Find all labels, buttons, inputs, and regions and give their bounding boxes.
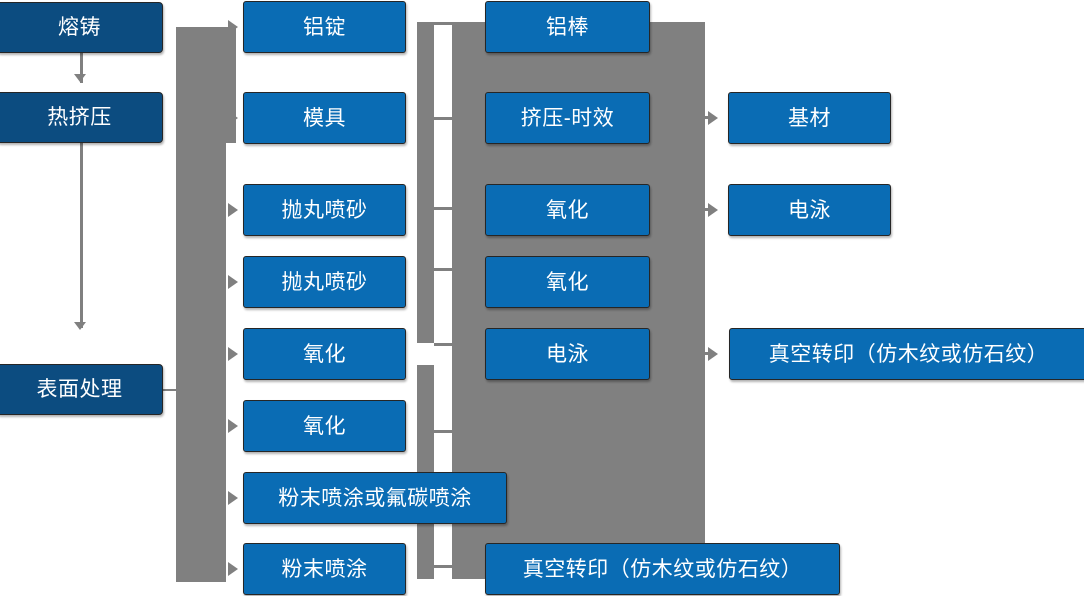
input-box-powder-or-fluorocarbon-coating[interactable]: 粉末喷涂或氟碳喷涂: [243, 472, 507, 524]
arrow-to-input-shot-blasting-1-icon: [228, 203, 238, 217]
process-label-extrusion-aging: 挤压-时效: [520, 106, 615, 130]
process-label-oxidation-1: 氧化: [546, 198, 589, 222]
input-label-oxidation-1: 氧化: [303, 342, 346, 366]
input-label-powder-coating: 粉末喷涂: [281, 557, 368, 581]
connector-rung-1: [434, 22, 452, 25]
input-label-shot-blasting-1: 抛丸喷砂: [281, 198, 368, 222]
connector-rung-6: [434, 430, 452, 433]
process-label-oxidation-2: 氧化: [546, 270, 589, 294]
stage-box-surface-treatment[interactable]: 表面处理: [0, 364, 163, 415]
output-label-substrate: 基材: [788, 106, 831, 130]
arrow-to-input-oxidation-1-icon: [228, 347, 238, 361]
arrow-to-output-substrate-icon: [708, 111, 718, 125]
process-box-oxidation-2[interactable]: 氧化: [485, 256, 650, 308]
connector-shoulder-surface-treatment: [176, 350, 226, 582]
process-label-vacuum-transfer: 真空转印（仿木纹或仿石纹）: [522, 557, 803, 581]
input-box-aluminum-ingot[interactable]: 铝锭: [243, 1, 406, 53]
connector-shoulder-melt-cast: [176, 27, 236, 143]
output-label-vacuum-transfer: 真空转印（仿木纹或仿石纹）: [768, 342, 1049, 366]
process-label-electrophoresis: 电泳: [546, 342, 589, 366]
arrow-to-input-mold-icon: [228, 111, 238, 125]
connector-stub-hot-extrusion: [80, 143, 83, 328]
arrow-to-input-shot-blasting-2-icon: [228, 275, 238, 289]
input-label-shot-blasting-2: 抛丸喷砂: [281, 270, 368, 294]
input-label-aluminum-ingot: 铝锭: [303, 15, 346, 39]
input-box-shot-blasting-1[interactable]: 抛丸喷砂: [243, 184, 406, 236]
input-box-oxidation-1[interactable]: 氧化: [243, 328, 406, 380]
arrow-to-input-powder-or-fluorocarbon-icon: [228, 491, 238, 505]
output-label-electrophoresis: 电泳: [788, 198, 831, 222]
arrow-to-output-vacuum-transfer-icon: [708, 347, 718, 361]
arrow-to-input-aluminum-ingot-icon: [228, 20, 238, 34]
connector-rung-5: [434, 343, 452, 346]
output-box-substrate[interactable]: 基材: [728, 92, 891, 144]
arrow-down-melt-cast-icon: [74, 74, 86, 82]
input-label-oxidation-2: 氧化: [303, 414, 346, 438]
stage-box-hot-extrusion[interactable]: 热挤压: [0, 92, 163, 143]
input-label-mold: 模具: [303, 106, 346, 130]
process-box-electrophoresis[interactable]: 电泳: [485, 328, 650, 380]
arrow-to-output-electrophoresis-icon: [708, 203, 718, 217]
stage-label-hot-extrusion: 热挤压: [47, 106, 112, 129]
arrow-to-input-powder-coating-icon: [228, 562, 238, 576]
output-box-vacuum-transfer[interactable]: 真空转印（仿木纹或仿石纹）: [729, 328, 1084, 380]
connector-rung-4: [434, 268, 452, 271]
process-label-aluminum-bar: 铝棒: [546, 15, 589, 39]
arrow-stem-output-substrate: [700, 116, 710, 119]
connector-rail-input-to-process: [417, 22, 434, 343]
stage-box-melt-cast[interactable]: 熔铸: [0, 2, 163, 53]
connector-stub-surface-treatment: [163, 389, 193, 391]
process-box-vacuum-transfer[interactable]: 真空转印（仿木纹或仿石纹）: [485, 543, 840, 595]
stage-label-surface-treatment: 表面处理: [36, 378, 123, 401]
connector-rung-7: [434, 565, 452, 568]
process-box-oxidation-1[interactable]: 氧化: [485, 184, 650, 236]
arrow-stem-output-electrophoresis: [700, 208, 710, 211]
connector-rung-3: [434, 207, 452, 210]
input-box-powder-coating[interactable]: 粉末喷涂: [243, 543, 406, 595]
input-box-oxidation-2[interactable]: 氧化: [243, 400, 406, 452]
connector-stub-melt-cast: [80, 53, 83, 83]
input-label-powder-or-fluorocarbon-coating: 粉末喷涂或氟碳喷涂: [278, 486, 472, 510]
input-box-shot-blasting-2[interactable]: 抛丸喷砂: [243, 256, 406, 308]
process-box-aluminum-bar[interactable]: 铝棒: [485, 1, 650, 53]
output-box-electrophoresis[interactable]: 电泳: [728, 184, 891, 236]
input-box-mold[interactable]: 模具: [243, 92, 406, 144]
stage-label-melt-cast: 熔铸: [58, 16, 101, 39]
process-box-extrusion-aging[interactable]: 挤压-时效: [485, 92, 650, 144]
arrow-stem-output-vacuum-transfer: [700, 352, 710, 355]
connector-rung-2: [434, 117, 452, 120]
arrow-down-hot-extrusion-icon: [74, 322, 86, 330]
arrow-to-input-oxidation-2-icon: [228, 419, 238, 433]
